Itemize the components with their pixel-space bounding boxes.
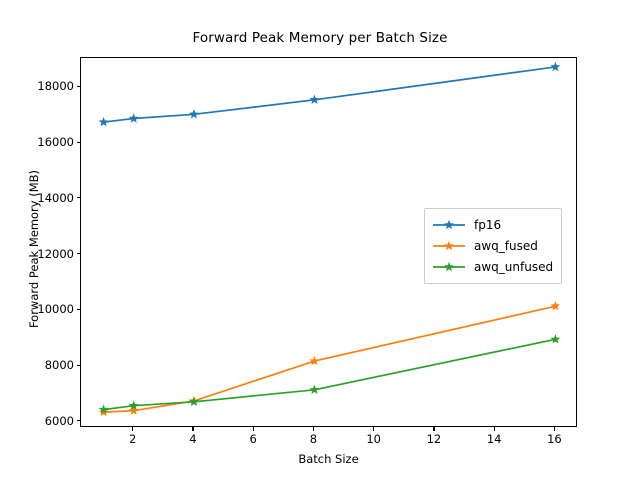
plot-lines <box>98 61 561 417</box>
x-tick-mark <box>373 427 375 431</box>
series-awq_unfused <box>98 334 561 414</box>
y-tick-label: 16000 <box>37 135 74 150</box>
data-point-marker <box>189 109 199 119</box>
x-axis-tick-marks <box>80 427 577 433</box>
x-tick-label: 12 <box>426 432 442 446</box>
legend-label: fp16 <box>474 217 502 232</box>
data-point-marker <box>309 94 320 105</box>
legend-item-awq_unfused[interactable]: awq_unfused <box>432 256 553 277</box>
series-fp16 <box>98 61 561 127</box>
legend-swatch-icon <box>432 218 466 232</box>
legend-label: awq_fused <box>474 238 538 253</box>
x-axis-label: Batch Size <box>298 452 359 466</box>
legend-item-awq_fused[interactable]: awq_fused <box>432 235 553 256</box>
data-point-marker <box>309 355 320 366</box>
chart-title: Forward Peak Memory per Batch Size <box>192 30 448 46</box>
chart-legend: fp16 awq_fused awq_unfused <box>424 208 563 284</box>
data-point-marker <box>189 396 199 406</box>
x-axis-tick-labels: 2 4 6 8 10 12 14 16 <box>80 432 577 452</box>
y-tick-mark <box>76 420 80 422</box>
data-point-marker <box>128 405 139 415</box>
x-tick-mark <box>493 427 495 431</box>
data-point-marker <box>550 300 561 311</box>
legend-swatch-icon <box>432 239 466 253</box>
y-tick-mark <box>76 364 80 366</box>
y-tick-label: 12000 <box>37 246 74 261</box>
y-axis-tick-labels: 6000 8000 10000 12000 14000 16000 18000 <box>8 57 74 428</box>
series-line <box>103 338 556 411</box>
legend-swatch-icon <box>432 260 466 274</box>
y-tick-label: 18000 <box>37 79 74 94</box>
data-point-marker <box>98 116 109 127</box>
x-tick-label: 8 <box>309 432 318 446</box>
x-tick-label: 4 <box>189 432 197 446</box>
y-tick-label: 8000 <box>44 358 74 373</box>
x-tick-mark <box>433 427 435 431</box>
x-tick-mark <box>192 427 194 431</box>
legend-item-fp16[interactable]: fp16 <box>432 214 553 235</box>
y-tick-mark <box>76 85 80 87</box>
y-tick-label: 10000 <box>37 302 74 317</box>
x-tick-mark <box>132 427 134 431</box>
data-point-marker <box>550 334 561 344</box>
series-awq_fused <box>98 300 561 417</box>
data-point-marker <box>309 384 320 395</box>
y-tick-label: 14000 <box>37 190 74 205</box>
x-tick-mark <box>312 427 315 431</box>
x-tick-label: 14 <box>486 432 502 446</box>
data-point-marker <box>128 400 139 410</box>
y-tick-mark <box>76 141 80 143</box>
y-tick-mark <box>76 253 80 255</box>
data-point-marker <box>128 113 139 123</box>
y-tick-mark <box>76 308 80 310</box>
x-tick-label: 2 <box>129 432 137 446</box>
x-tick-mark <box>553 427 555 431</box>
series-line <box>103 66 556 123</box>
y-axis-tick-marks <box>74 57 80 427</box>
y-tick-mark <box>76 197 80 199</box>
x-tick-label: 10 <box>366 432 381 446</box>
plot-area <box>80 57 577 427</box>
x-tick-mark <box>252 427 254 431</box>
x-tick-label: 16 <box>547 432 562 446</box>
series-line <box>103 305 556 413</box>
data-point-marker <box>98 404 109 414</box>
legend-label: awq_unfused <box>474 259 554 274</box>
data-point-marker <box>550 61 561 72</box>
y-tick-label: 6000 <box>44 413 74 428</box>
x-tick-label: 6 <box>249 432 257 446</box>
